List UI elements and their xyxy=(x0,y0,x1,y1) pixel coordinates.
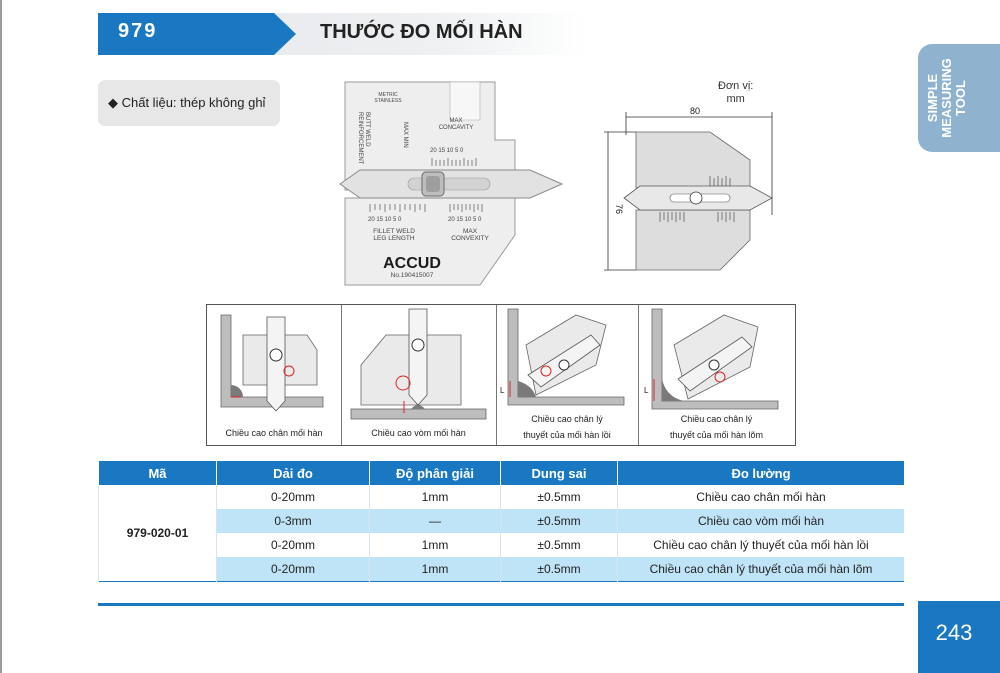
cell-range: 0-20mm xyxy=(216,557,370,582)
page-number: 243 xyxy=(935,620,973,645)
material-text: ◆ Chất liệu: thép không ghỉ xyxy=(108,95,266,110)
unit-label-line1: Đơn vị: xyxy=(718,80,754,92)
footer-rule xyxy=(98,603,904,606)
category-tab-label: SIMPLE MEASURING TOOL xyxy=(925,46,968,150)
photo-label-stainless: STAINLESS xyxy=(374,98,402,104)
photo-label-butt-weld-2: REINFORCEMENT xyxy=(357,112,363,165)
cell-measure: Chiều cao chân lý thuyết của mối hàn lồi xyxy=(617,533,904,557)
cell-resolution: 1mm xyxy=(369,485,501,509)
photo-scale-top: 20 15 10 5 0 xyxy=(430,148,464,154)
cell-range: 0-3mm xyxy=(216,509,370,533)
brand-logo: ACCUD xyxy=(383,255,441,272)
col-header-range: Dải đo xyxy=(216,461,370,485)
unit-label-line2: mm xyxy=(726,93,745,105)
diagram-fillet-leg-figure xyxy=(220,314,324,412)
page-number-box xyxy=(918,601,1000,673)
dim-width: 80 xyxy=(690,106,700,116)
table-row: 0-20mm 1mm ±0.5mm Chiều cao chân lý thuy… xyxy=(99,557,904,582)
cell-range: 0-20mm xyxy=(216,485,370,509)
diagram-caption-3a: Chiều cao chân lý xyxy=(531,414,603,424)
left-margin-rule xyxy=(0,0,2,673)
diagram-letter-concave: L xyxy=(644,386,649,395)
diagram-fillet-leg: Chiều cao chân mối hàn xyxy=(207,305,342,445)
cell-range: 0-20mm xyxy=(216,533,370,557)
diagram-reinforcement-figure xyxy=(350,308,487,420)
diagram-caption-1: Chiều cao chân mối hàn xyxy=(225,428,323,438)
category-tab-line1: SIMPLE xyxy=(925,73,940,123)
photo-scale-left: 20 15 10 5 0 xyxy=(368,217,402,223)
photo-label-fillet-2: LEG LENGTH xyxy=(373,235,414,242)
unit-label: Đơn vị: mm xyxy=(718,80,753,106)
diagram-caption-3b: thuyết của mối hàn lồi xyxy=(523,430,611,440)
header-code-block xyxy=(98,13,274,55)
cell-tolerance: ±0.5mm xyxy=(500,533,618,557)
technical-drawing: 80 76 xyxy=(604,106,773,271)
table-row: 0-3mm — ±0.5mm Chiều cao vòm mối hàn xyxy=(99,509,904,533)
diagram-caption-2: Chiều cao vòm mối hàn xyxy=(371,428,466,438)
spec-table: Mã Dải đo Độ phân giải Dung sai Đo lường… xyxy=(98,461,904,582)
photo-label-max-min: MAX MIN xyxy=(402,122,408,148)
header-arrow xyxy=(274,13,296,55)
category-tab-line2: MEASURING TOOL xyxy=(939,58,968,138)
diagram-concave: L Chiều cao chân lý thuyết của mối hàn l… xyxy=(638,305,795,445)
cell-resolution: 1mm xyxy=(369,557,501,582)
cell-tolerance: ±0.5mm xyxy=(500,485,618,509)
diagram-convex: L Chiều cao chân lý thuyết của mối hàn l… xyxy=(496,305,639,445)
col-header-resolution: Độ phân giải xyxy=(369,461,501,485)
cell-tolerance: ±0.5mm xyxy=(500,509,618,533)
diagram-concave-figure: L xyxy=(644,308,779,410)
diagram-reinforcement: Chiều cao vòm mối hàn xyxy=(341,305,497,445)
photo-serial: No.190415007 xyxy=(391,272,434,279)
photo-label-butt-weld-1: BUTT WELD xyxy=(364,112,370,147)
photo-scale-right: 20 15 10 5 0 xyxy=(448,217,482,223)
product-code: 979 xyxy=(118,20,158,42)
photo-label-concavity-1: MAX xyxy=(449,118,462,124)
col-header-measure: Đo lường xyxy=(617,461,904,485)
product-photo: METRIC STAINLESS MAX CONCAVITY BUTT WELD… xyxy=(339,81,564,286)
col-header-code: Mã xyxy=(98,461,217,485)
cell-resolution: 1mm xyxy=(369,533,501,557)
photo-label-convexity-1: MAX xyxy=(463,228,478,235)
diagram-caption-4a: Chiều cao chân lý xyxy=(680,414,753,424)
cell-measure: Chiều cao chân lý thuyết của mối hàn lõm xyxy=(617,557,904,582)
col-header-tolerance: Dung sai xyxy=(500,461,618,485)
page-title: THƯỚC ĐO MỐI HÀN xyxy=(320,21,523,43)
product-code-cell: 979-020-01 xyxy=(98,485,217,582)
diagram-convex-figure: L xyxy=(500,308,625,406)
cell-resolution: — xyxy=(369,509,501,533)
table-row: 0-20mm 1mm ±0.5mm Chiều cao chân lý thuy… xyxy=(99,533,904,557)
category-tab xyxy=(918,44,1000,152)
photo-label-fillet-1: FILLET WELD xyxy=(373,228,415,235)
diagram-caption-4b: thuyết của mối hàn lõm xyxy=(669,430,764,440)
spec-table-header: Mã Dải đo Độ phân giải Dung sai Đo lường xyxy=(98,461,904,485)
dim-height: 76 xyxy=(614,204,624,214)
table-row: 979-020-01 0-20mm 1mm ±0.5mm Chiều cao c… xyxy=(98,485,904,582)
photo-label-concavity-2: CONCAVITY xyxy=(439,125,474,131)
diagram-letter-convex: L xyxy=(500,386,505,395)
cell-measure: Chiều cao chân mối hàn xyxy=(617,485,904,509)
usage-diagrams: Chiều cao chân mối hàn Chiều cao vòm mối… xyxy=(206,304,796,446)
material-box xyxy=(98,80,280,126)
photo-label-metric: METRIC xyxy=(378,92,398,98)
cell-measure: Chiều cao vòm mối hàn xyxy=(617,509,904,533)
photo-label-convexity-2: CONVEXITY xyxy=(451,235,489,242)
cell-tolerance: ±0.5mm xyxy=(500,557,618,582)
